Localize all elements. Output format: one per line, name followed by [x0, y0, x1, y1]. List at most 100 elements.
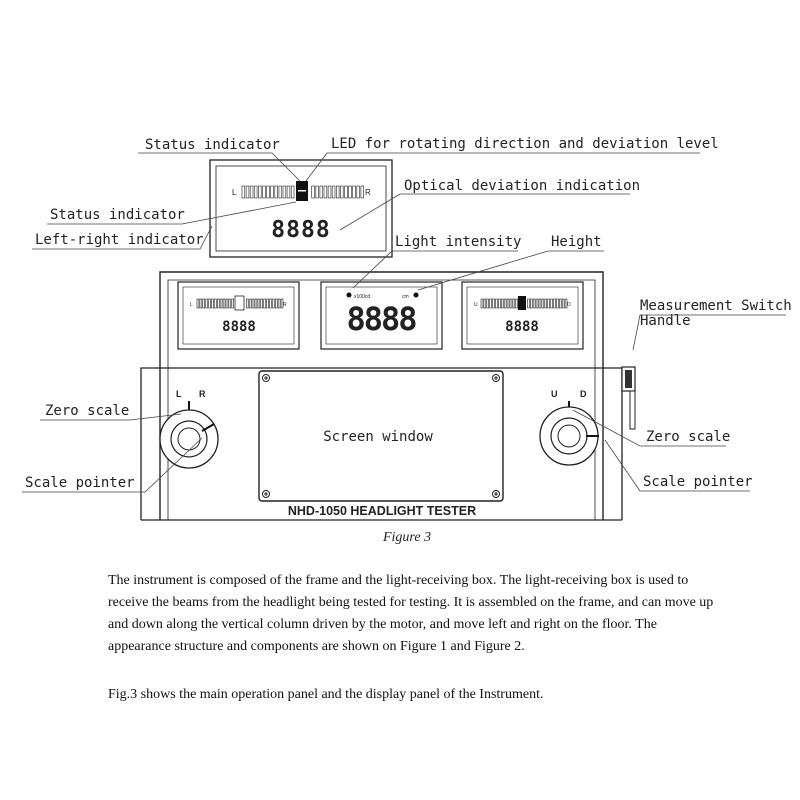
figure-caption: Figure 3	[382, 530, 431, 545]
enlarged-letter-r: R	[365, 188, 371, 197]
callout-measurement-switch-line2: Handle	[640, 313, 691, 329]
led-segment	[274, 185, 278, 199]
callout-scale-pointer-right: Scale pointer	[643, 474, 753, 490]
led-segment	[486, 298, 489, 309]
left-display-digits: 8888	[222, 319, 256, 335]
led-segment	[266, 185, 270, 199]
led-segment	[217, 298, 220, 309]
led-segment	[544, 298, 547, 309]
tester-body	[140, 271, 623, 521]
led-segment	[266, 298, 269, 309]
led-segment	[550, 298, 553, 309]
led-segment	[323, 185, 328, 199]
enlarged-digits: 8888	[271, 217, 330, 243]
screen-window: Screen window	[258, 370, 504, 502]
callout-status-indicator-left: Status indicator	[50, 207, 185, 223]
led-segment	[492, 298, 495, 309]
center-display-digits: 8888	[346, 300, 416, 338]
led-segment	[290, 185, 295, 199]
enlarged-led-bar	[241, 185, 364, 199]
enlarged-display: L R 8888	[209, 159, 393, 258]
led-segment	[241, 185, 246, 199]
headlight-tester-diagram: L R 8888 L R 8888 x100cd cm 8888 U	[22, 136, 792, 545]
left-scale-pointer	[201, 423, 215, 432]
led-segment	[254, 185, 258, 199]
led-segment	[249, 185, 254, 199]
led-segment	[561, 298, 565, 309]
callout-light-intensity: Light intensity	[395, 234, 521, 250]
right-display-letter-d: D	[567, 302, 571, 308]
left-right-knob[interactable]: L R	[159, 389, 219, 469]
led-segment	[282, 185, 287, 199]
led-segment	[553, 298, 556, 309]
callout-measurement-switch-line1: Measurement Switch	[640, 298, 792, 314]
screen-window-label: Screen window	[323, 429, 433, 445]
enlarged-letter-l: L	[232, 188, 237, 197]
led-segment	[515, 298, 518, 309]
right-display-letter-u: U	[474, 302, 478, 308]
led-segment	[269, 298, 272, 309]
led-segment	[251, 298, 255, 309]
led-segment	[263, 298, 266, 309]
screw-icon	[492, 490, 500, 498]
led-segment	[196, 298, 200, 309]
led-segment	[538, 298, 542, 309]
led-segment	[500, 298, 504, 309]
led-segment	[348, 185, 352, 199]
leader-lines	[22, 152, 786, 493]
left-right-display: L R 8888	[177, 281, 300, 350]
led-segment	[228, 298, 232, 309]
intensity-height-display: x100cd cm 8888	[320, 281, 443, 350]
led-segment	[205, 298, 208, 309]
description-text: The instrument is composed of the frame …	[108, 573, 714, 654]
led-segment	[340, 185, 344, 199]
led-segment	[202, 298, 206, 309]
led-segment	[272, 298, 275, 309]
led-segment	[509, 298, 513, 309]
callout-left-right-indicator: Left-right indicator	[35, 232, 204, 248]
up-down-knob[interactable]: U D	[539, 389, 599, 466]
led-segment	[270, 185, 274, 199]
unit-intensity: x100cd	[354, 294, 370, 300]
led-segment	[254, 298, 258, 309]
led-segment	[547, 298, 550, 309]
led-segment	[527, 298, 530, 309]
led-segment	[315, 185, 319, 199]
led-segment	[489, 298, 492, 309]
description-paragraph: The instrument is composed of the frame …	[108, 570, 720, 658]
knob-label-d: D	[580, 389, 587, 399]
light-intensity-led	[346, 292, 352, 298]
knob-label-l: L	[176, 389, 182, 399]
led-segment	[262, 185, 266, 199]
callout-scale-pointer-left: Scale pointer	[25, 475, 135, 491]
led-segment	[556, 298, 559, 309]
led-segment	[506, 298, 510, 309]
led-segment	[258, 185, 262, 199]
summary-text: Fig.3 shows the main operation panel and…	[108, 687, 544, 702]
led-segment	[498, 298, 501, 309]
screw-icon	[492, 374, 500, 382]
unit-height: cm	[402, 294, 409, 300]
callout-optical-deviation: Optical deviation indication	[404, 178, 640, 194]
led-segment	[274, 298, 278, 309]
led-segment	[311, 185, 315, 199]
led-segment	[360, 185, 364, 199]
right-display-digits: 8888	[505, 319, 539, 335]
led-segment	[199, 298, 203, 309]
led-segment	[327, 185, 332, 199]
led-segment	[535, 298, 539, 309]
led-segment	[319, 185, 323, 199]
measurement-switch-handle[interactable]	[621, 366, 636, 430]
knob-label-r: R	[199, 389, 206, 399]
left-led-bar	[196, 298, 284, 309]
led-segment	[208, 298, 211, 309]
led-segment	[211, 298, 214, 309]
led-segment	[558, 298, 562, 309]
led-segment	[331, 185, 336, 199]
led-segment	[512, 298, 516, 309]
led-segment	[277, 298, 281, 309]
screw-icon	[262, 374, 270, 382]
led-segment	[541, 298, 545, 309]
led-segment	[246, 298, 249, 309]
callout-zero-scale-right: Zero scale	[646, 429, 730, 445]
